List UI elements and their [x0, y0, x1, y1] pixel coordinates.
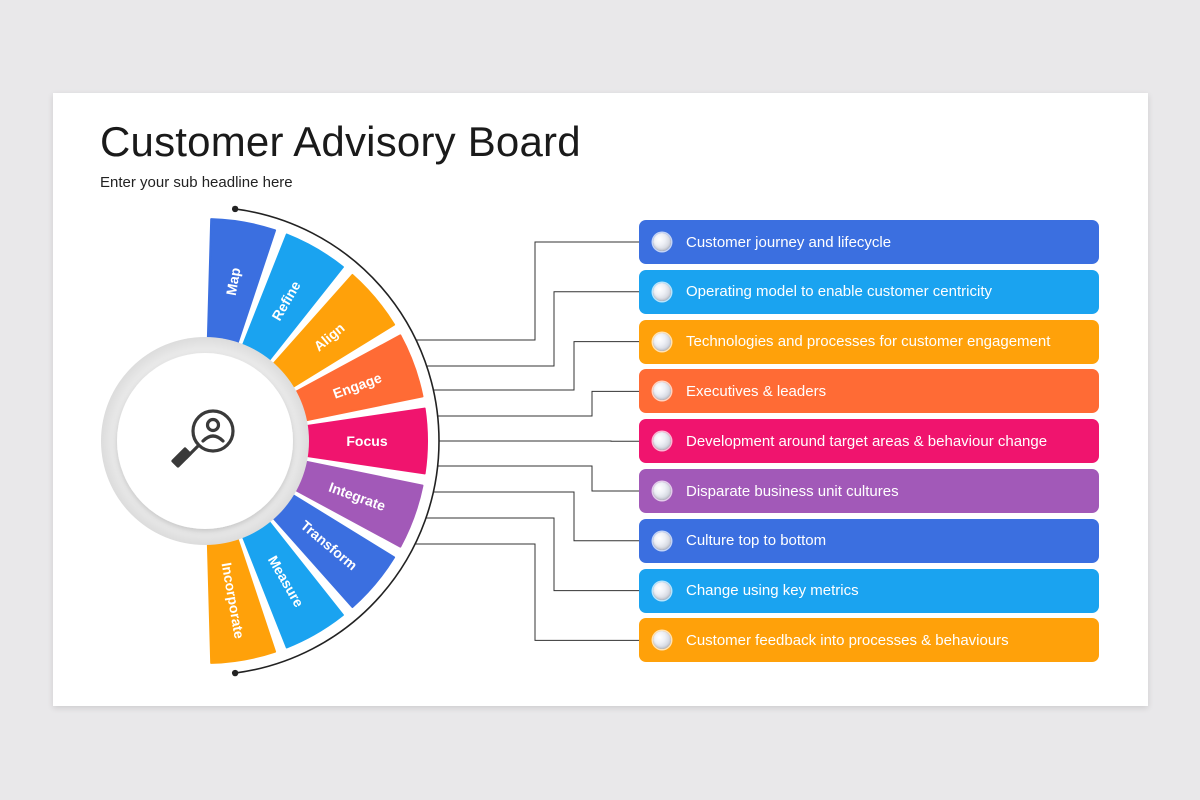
item-card: Operating model to enable customer centr…	[639, 269, 1099, 314]
arc-end-dot	[231, 669, 239, 677]
item-text: Change using key metrics	[686, 582, 859, 600]
bullet-dot-icon	[653, 233, 671, 251]
item-text: Operating model to enable customer centr…	[686, 283, 992, 301]
connector-line	[437, 390, 639, 417]
item-card: Disparate business unit cultures	[639, 469, 1099, 513]
bullet-dot-icon	[653, 382, 671, 401]
item-text: Customer feedback into processes & behav…	[686, 631, 1009, 649]
connector-line	[416, 241, 639, 341]
connector-line	[433, 341, 639, 391]
fan-segment-label: Focus	[346, 433, 387, 449]
item-text: Customer journey and lifecycle	[686, 233, 892, 251]
item-card: Development around target areas & behavi…	[639, 419, 1099, 464]
arc-end-dot	[231, 205, 239, 213]
outer-arc	[235, 208, 440, 674]
item-card: Customer journey and lifecycle	[639, 220, 1099, 264]
fan-segment-label: Map	[223, 266, 244, 296]
connector-line	[425, 517, 639, 592]
item-card: Customer feedback into processes & behav…	[639, 618, 1099, 663]
connector-line	[437, 465, 639, 492]
connector-line	[433, 491, 639, 542]
page-subtitle: Enter your sub headline here	[100, 174, 293, 191]
bullet-dot-icon	[653, 282, 671, 301]
bullet-dot-icon	[653, 432, 671, 451]
user-search-icon	[171, 409, 235, 468]
item-text: Technologies and processes for customer …	[686, 333, 1051, 351]
page-title: Customer Advisory Board	[100, 118, 581, 165]
bullet-dot-icon	[653, 581, 671, 600]
item-text: Culture top to bottom	[686, 532, 827, 550]
bullet-dot-icon	[653, 332, 671, 351]
item-card: Executives & leaders	[639, 369, 1099, 414]
item-text: Disparate business unit cultures	[686, 482, 899, 500]
connector-line	[426, 291, 639, 367]
item-card: Culture top to bottom	[639, 518, 1099, 563]
item-text: Executives & leaders	[686, 382, 827, 400]
bullet-dot-icon	[653, 482, 671, 500]
connector-line	[415, 543, 639, 641]
item-card: Technologies and processes for customer …	[639, 319, 1099, 364]
bullet-dot-icon	[653, 631, 671, 650]
item-text: Development around target areas & behavi…	[686, 432, 1048, 450]
bullet-dot-icon	[653, 531, 671, 550]
item-card: Change using key metrics	[639, 568, 1099, 613]
connector-lines	[415, 241, 639, 641]
